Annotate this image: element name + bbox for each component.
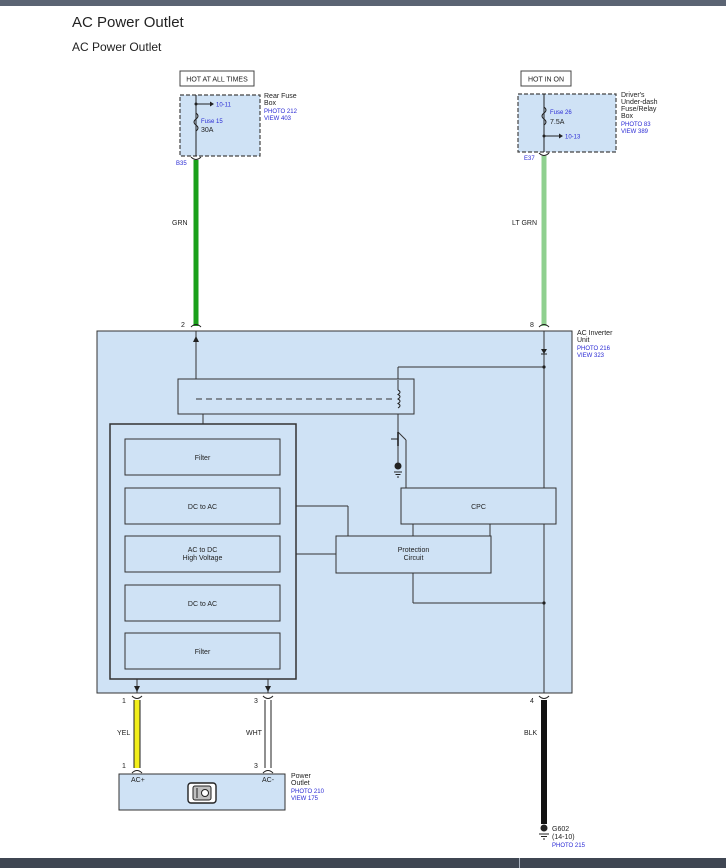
connector-icon [131, 695, 143, 699]
bottom-bar [0, 858, 726, 868]
block-dc-to-ac-top-label: DC to AC [188, 504, 217, 511]
dash-fuse-box-name-2: Under-dash [621, 99, 658, 106]
block-filter-bottom [124, 632, 281, 670]
dash-fuse-box-name-3: Fuse/Relay [621, 106, 657, 113]
wire-yel-label: YEL [117, 730, 130, 737]
outlet-photo-link[interactable]: PHOTO 210 [291, 789, 325, 795]
ground-terminal-icon [394, 462, 402, 470]
block-protection-label-1: Protection [398, 547, 430, 554]
pin-inverter-grn: 2 [181, 322, 185, 329]
pin-inverter-wht: 3 [254, 698, 258, 705]
ground-name: G602 [552, 826, 569, 833]
dash-fuse-box-name-1: Driver's [621, 92, 645, 99]
rear-fuse-box: HOT AT ALL TIMES 10-11 Fuse 15 30A Rear … [176, 70, 298, 167]
inverter-view-link[interactable]: VIEW 323 [577, 353, 605, 359]
hot-in-on-label: HOT IN ON [528, 77, 564, 84]
connector-b35[interactable]: B35 [176, 161, 187, 167]
outlet-ac-plus: AC+ [131, 777, 145, 784]
diode-icon [541, 349, 547, 354]
connector-icon [538, 324, 550, 328]
rear-fuse-box-name-2: Box [264, 100, 277, 107]
pin-outlet-yel: 1 [122, 763, 126, 770]
wire-wht-label: WHT [246, 730, 263, 737]
page-title: AC Power Outlet [72, 14, 184, 31]
fuse-icon [193, 112, 199, 132]
rear-fuse-box-view-link[interactable]: VIEW 403 [264, 116, 292, 122]
outlet-view-link[interactable]: VIEW 175 [291, 796, 319, 802]
relay-box [177, 378, 415, 415]
inverter-name-1: AC Inverter [577, 330, 613, 337]
connector-icon [538, 695, 550, 699]
pin-inverter-ltgrn: 8 [530, 322, 534, 329]
wire-blk-label: BLK [524, 730, 538, 737]
block-filter-bottom-label: Filter [195, 649, 211, 656]
pin-outlet-wht: 3 [254, 763, 258, 770]
ground-photo-link[interactable]: PHOTO 215 [552, 843, 586, 849]
outlet-ac-minus: AC- [262, 777, 275, 784]
block-filter-top-label: Filter [195, 455, 211, 462]
inverter-photo-link[interactable]: PHOTO 216 [577, 346, 611, 352]
arrow-down-icon [265, 686, 271, 692]
hot-in-on-label-box [520, 70, 572, 87]
connector-icon [262, 695, 274, 699]
dash-link-ref[interactable]: 10-13 [565, 135, 581, 141]
connector-icon [190, 324, 202, 328]
pin-inverter-blk: 4 [530, 698, 534, 705]
hot-at-all-times-label: HOT AT ALL TIMES [186, 77, 248, 84]
block-dc-to-ac-top [124, 487, 281, 525]
outlet-name-1: Power [291, 773, 312, 780]
block-ac-to-dc-label-2: High Voltage [183, 555, 223, 562]
ground-terminal-icon [540, 824, 548, 832]
connector-icon [131, 770, 143, 774]
wire-grn-label: GRN [172, 220, 188, 227]
dash-fuse-box: HOT IN ON Fuse 26 7.5A 10-13 Driver's Un… [517, 70, 658, 162]
rear-fuse-name[interactable]: Fuse 15 [201, 119, 223, 125]
block-protection-label-2: Circuit [404, 555, 424, 562]
block-protection-circuit [335, 535, 492, 574]
rear-fuse-rating: 30A [201, 127, 214, 134]
page-subtitle: AC Power Outlet [72, 40, 162, 54]
inverter-name-2: Unit [577, 337, 590, 344]
dash-fuse-box-name-4: Box [621, 113, 634, 120]
dash-fuse-rating: 7.5A [550, 119, 565, 126]
relay-coil-icon [396, 389, 401, 409]
block-ac-to-dc [124, 535, 281, 573]
pin-inverter-yel: 1 [122, 698, 126, 705]
block-dc-to-ac-bottom [124, 584, 281, 622]
power-outlet: AC+ AC- Power Outlet PHOTO 210 VIEW 175 [118, 773, 325, 811]
arrow-down-icon [134, 686, 140, 692]
rear-fuse-box-outline [179, 94, 261, 157]
rear-fuse-box-photo-link[interactable]: PHOTO 212 [264, 109, 298, 115]
connector-icon [190, 156, 202, 160]
ac-inverter-unit: AC Inverter Unit PHOTO 216 VIEW 323 [96, 330, 613, 694]
rear-link-ref[interactable]: 10-11 [216, 103, 232, 109]
hot-at-all-times-label-box [179, 70, 255, 87]
outlet-name-2: Outlet [291, 780, 310, 787]
link-arrow-icon [210, 101, 214, 107]
block-filter-top [124, 438, 281, 476]
connector-e37[interactable]: E37 [524, 156, 535, 162]
arrow-up-icon [193, 336, 199, 342]
dash-fuse-box-view-link[interactable]: VIEW 389 [621, 129, 649, 135]
block-cpc-label: CPC [471, 504, 486, 511]
dash-fuse-box-outline [517, 93, 617, 153]
block-ac-to-dc-label-1: AC to DC [188, 547, 218, 554]
block-cpc [400, 487, 557, 525]
top-bar [0, 0, 726, 6]
ground-ref[interactable]: (14-10) [552, 834, 575, 841]
connector-icon [262, 770, 274, 774]
link-arrow-icon [559, 133, 563, 139]
connector-icon [538, 152, 550, 156]
block-dc-to-ac-bottom-label: DC to AC [188, 601, 217, 608]
power-outlet-icon [187, 782, 217, 804]
dash-fuse-box-photo-link[interactable]: PHOTO 83 [621, 122, 651, 128]
dash-fuse-name[interactable]: Fuse 26 [550, 110, 572, 116]
rear-fuse-box-name-1: Rear Fuse [264, 93, 297, 100]
wire-lt-grn-label: LT GRN [512, 220, 537, 227]
fuse-icon [541, 106, 547, 126]
ground-g602: G602 (14-10) PHOTO 215 [539, 824, 586, 849]
